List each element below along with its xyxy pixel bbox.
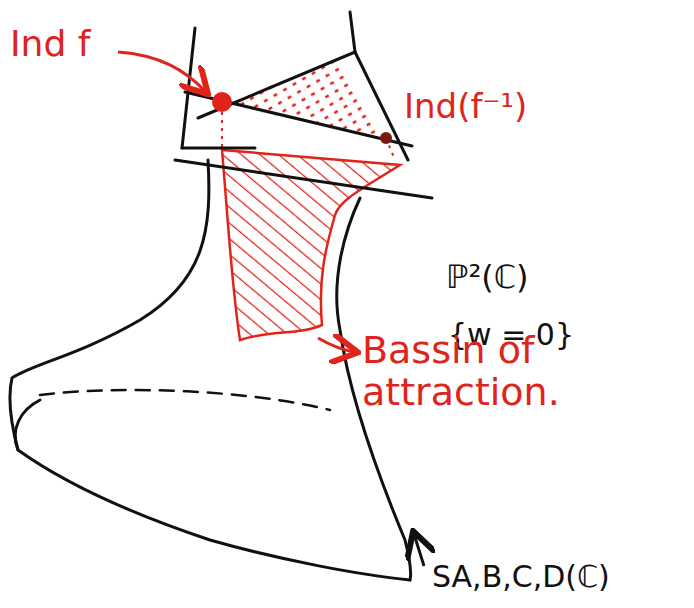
indeterminacy-label: Ind(f⁻¹) xyxy=(404,88,527,125)
surface-label: SA,B,C,D(ℂ) xyxy=(432,560,610,593)
projective-plane xyxy=(175,12,432,198)
indeterminacy-point xyxy=(213,93,231,111)
leader-arrow xyxy=(318,338,355,352)
leader-arrow xyxy=(118,52,206,92)
surface-outline xyxy=(10,160,411,580)
region-label: Bassin of attraction. xyxy=(362,330,662,414)
basin-region xyxy=(222,150,400,340)
space-label: ℙ²(ℂ) xyxy=(446,260,529,295)
indeterminacy-label: Ind f xyxy=(10,24,90,64)
indeterminacy-point xyxy=(380,132,392,144)
leader-arrow xyxy=(414,534,424,566)
